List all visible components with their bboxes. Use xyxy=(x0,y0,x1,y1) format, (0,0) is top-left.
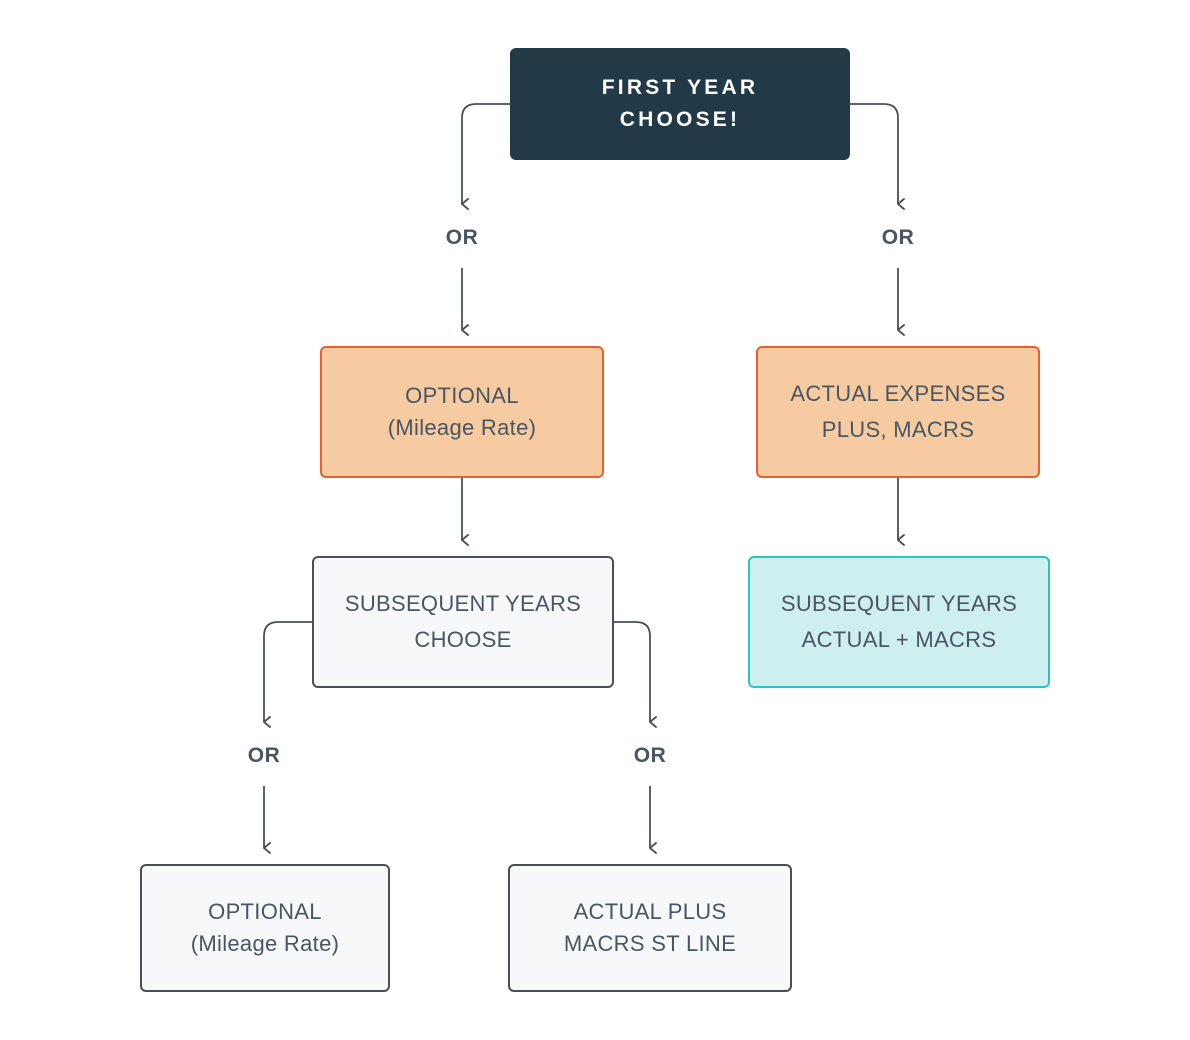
actual-plus-st-line-node: ACTUAL PLUS MACRS ST LINE xyxy=(508,864,792,992)
start-node-line1: FIRST YEAR xyxy=(601,76,759,99)
start-node-line2: CHOOSE! xyxy=(619,108,741,131)
subsequent-actual-line1: SUBSEQUENT YEARS xyxy=(780,591,1018,616)
optional-mileage-node: OPTIONAL (Mileage Rate) xyxy=(320,346,604,478)
optional-mileage-line2: (Mileage Rate) xyxy=(387,415,537,440)
actual-expenses-line1: ACTUAL EXPENSES xyxy=(790,381,1006,406)
actual-plus-st-line-line2: MACRS ST LINE xyxy=(563,931,737,956)
optional-mileage-line1: OPTIONAL xyxy=(405,383,519,408)
connector-start-left xyxy=(461,103,510,210)
subsequent-choose-node: SUBSEQUENT YEARS CHOOSE xyxy=(312,556,614,688)
subsequent-choose-line2: CHOOSE xyxy=(414,627,512,652)
optional-mileage-bottom-line1: OPTIONAL xyxy=(208,899,322,924)
or-label-right: OR xyxy=(881,226,915,249)
actual-expenses-line2: PLUS, MACRS xyxy=(821,417,975,442)
or-label-left: OR xyxy=(445,226,479,249)
actual-plus-st-line-line1: ACTUAL PLUS xyxy=(573,899,727,924)
optional-mileage-bottom-node: OPTIONAL (Mileage Rate) xyxy=(140,864,390,992)
start-node: FIRST YEAR CHOOSE! xyxy=(510,48,850,160)
subsequent-actual-line2: ACTUAL + MACRS xyxy=(801,627,997,652)
subsequent-actual-node: SUBSEQUENT YEARS ACTUAL + MACRS xyxy=(748,556,1050,688)
connector-start-right xyxy=(850,103,905,210)
or-label-bottom-right: OR xyxy=(633,744,667,767)
or-label-bottom-left: OR xyxy=(247,744,281,767)
actual-expenses-node: ACTUAL EXPENSES PLUS, MACRS xyxy=(756,346,1040,478)
subsequent-choose-line1: SUBSEQUENT YEARS xyxy=(344,591,582,616)
connector-subsequent-left xyxy=(263,621,313,728)
connector-subsequent-right xyxy=(613,621,657,728)
optional-mileage-bottom-line2: (Mileage Rate) xyxy=(190,931,340,956)
